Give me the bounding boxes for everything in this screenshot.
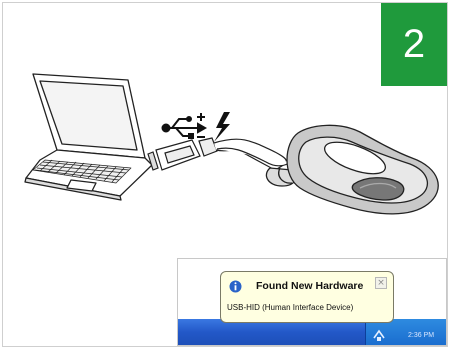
taskbar-notification-screenshot: 2:36 PM Found New Hardware USB-HID (Huma… — [177, 258, 447, 346]
hid-device-icon — [266, 125, 438, 214]
usb-plug-icon — [148, 138, 290, 170]
usb-icon — [163, 113, 206, 138]
notification-message: USB-HID (Human Interface Device) — [227, 303, 353, 312]
laptop-icon — [25, 74, 152, 200]
close-icon[interactable]: × — [375, 277, 387, 289]
notification-balloon[interactable]: Found New Hardware USB-HID (Human Interf… — [220, 271, 394, 323]
usb-tray-icon[interactable] — [372, 328, 386, 342]
info-icon — [229, 280, 242, 293]
notification-title: Found New Hardware — [256, 280, 363, 292]
lightning-icon — [214, 112, 230, 142]
taskbar-clock[interactable]: 2:36 PM — [408, 332, 434, 339]
